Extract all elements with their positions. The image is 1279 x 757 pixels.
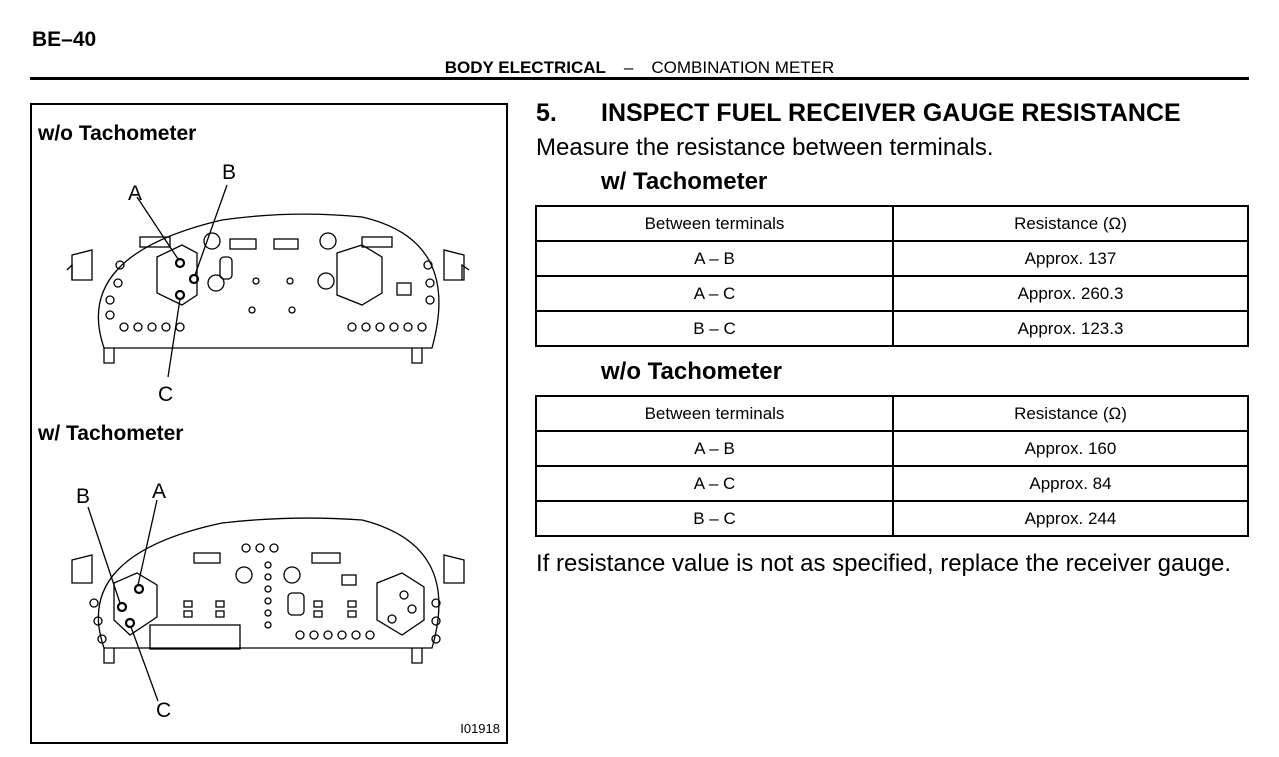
table-row: A – B Approx. 137 xyxy=(535,240,1249,277)
table-row: A – C Approx. 260.3 xyxy=(535,275,1249,312)
figure-id: I01918 xyxy=(460,721,500,736)
heading-with-tachometer: w/ Tachometer xyxy=(601,168,768,195)
terminal-label-a-bottom: A xyxy=(152,480,167,503)
meter-with-tachometer xyxy=(71,499,465,702)
terminal-pair: B – C xyxy=(535,310,894,347)
table-header-row: Between terminals Resistance (Ω) xyxy=(535,395,1249,432)
illustration-panel: w/o Tachometer w/ Tachometer xyxy=(30,103,508,744)
column-header-terminals: Between terminals xyxy=(535,205,894,242)
column-header-terminals: Between terminals xyxy=(535,395,894,432)
step-heading: 5. INSPECT FUEL RECEIVER GAUGE RESISTANCE xyxy=(536,99,1181,128)
step-number: 5. xyxy=(536,99,557,127)
resistance-value: Approx. 137 xyxy=(892,240,1249,277)
meter-without-tachometer xyxy=(66,184,470,378)
step-title: INSPECT FUEL RECEIVER GAUGE RESISTANCE xyxy=(601,99,1181,127)
resistance-value: Approx. 123.3 xyxy=(892,310,1249,347)
resistance-value: Approx. 84 xyxy=(892,465,1249,502)
replacement-note: If resistance value is not as specified,… xyxy=(536,550,1232,577)
header-subsection: COMBINATION METER xyxy=(651,58,835,77)
table-row: B – C Approx. 123.3 xyxy=(535,310,1249,347)
terminal-label-b-bottom: B xyxy=(76,485,91,508)
header-separator: – xyxy=(623,58,634,77)
terminal-pair: A – C xyxy=(535,465,894,502)
column-header-resistance: Resistance (Ω) xyxy=(892,205,1249,242)
heading-without-tachometer: w/o Tachometer xyxy=(601,358,782,385)
terminal-label-a-top: A xyxy=(128,182,143,205)
figure-label-without-tachometer: w/o Tachometer xyxy=(38,122,197,145)
terminal-label-c-bottom: C xyxy=(156,699,172,722)
resistance-value: Approx. 244 xyxy=(892,500,1249,537)
column-header-resistance: Resistance (Ω) xyxy=(892,395,1249,432)
resistance-value: Approx. 160 xyxy=(892,430,1249,467)
header-rule xyxy=(30,77,1249,80)
page-number: BE–40 xyxy=(32,28,97,51)
table-row: A – B Approx. 160 xyxy=(535,430,1249,467)
step-intro: Measure the resistance between terminals… xyxy=(536,134,994,161)
header-section: BODY ELECTRICAL xyxy=(444,58,606,77)
terminal-label-b-top: B xyxy=(222,161,237,184)
table-row: A – C Approx. 84 xyxy=(535,465,1249,502)
terminal-pair: A – B xyxy=(535,430,894,467)
combination-meter-illustration xyxy=(66,184,470,702)
table-header-row: Between terminals Resistance (Ω) xyxy=(535,205,1249,242)
resistance-table-with-tachometer: Between terminals Resistance (Ω) A – B A… xyxy=(535,205,1249,347)
terminal-pair: B – C xyxy=(535,500,894,537)
terminal-pair: A – B xyxy=(535,240,894,277)
resistance-value: Approx. 260.3 xyxy=(892,275,1249,312)
terminal-pair: A – C xyxy=(535,275,894,312)
terminal-label-c-top: C xyxy=(158,383,174,406)
table-row: B – C Approx. 244 xyxy=(535,500,1249,537)
figure-label-with-tachometer: w/ Tachometer xyxy=(38,422,184,445)
resistance-table-without-tachometer: Between terminals Resistance (Ω) A – B A… xyxy=(535,395,1249,537)
page-header: BODY ELECTRICAL–COMBINATION METER xyxy=(0,58,1279,78)
